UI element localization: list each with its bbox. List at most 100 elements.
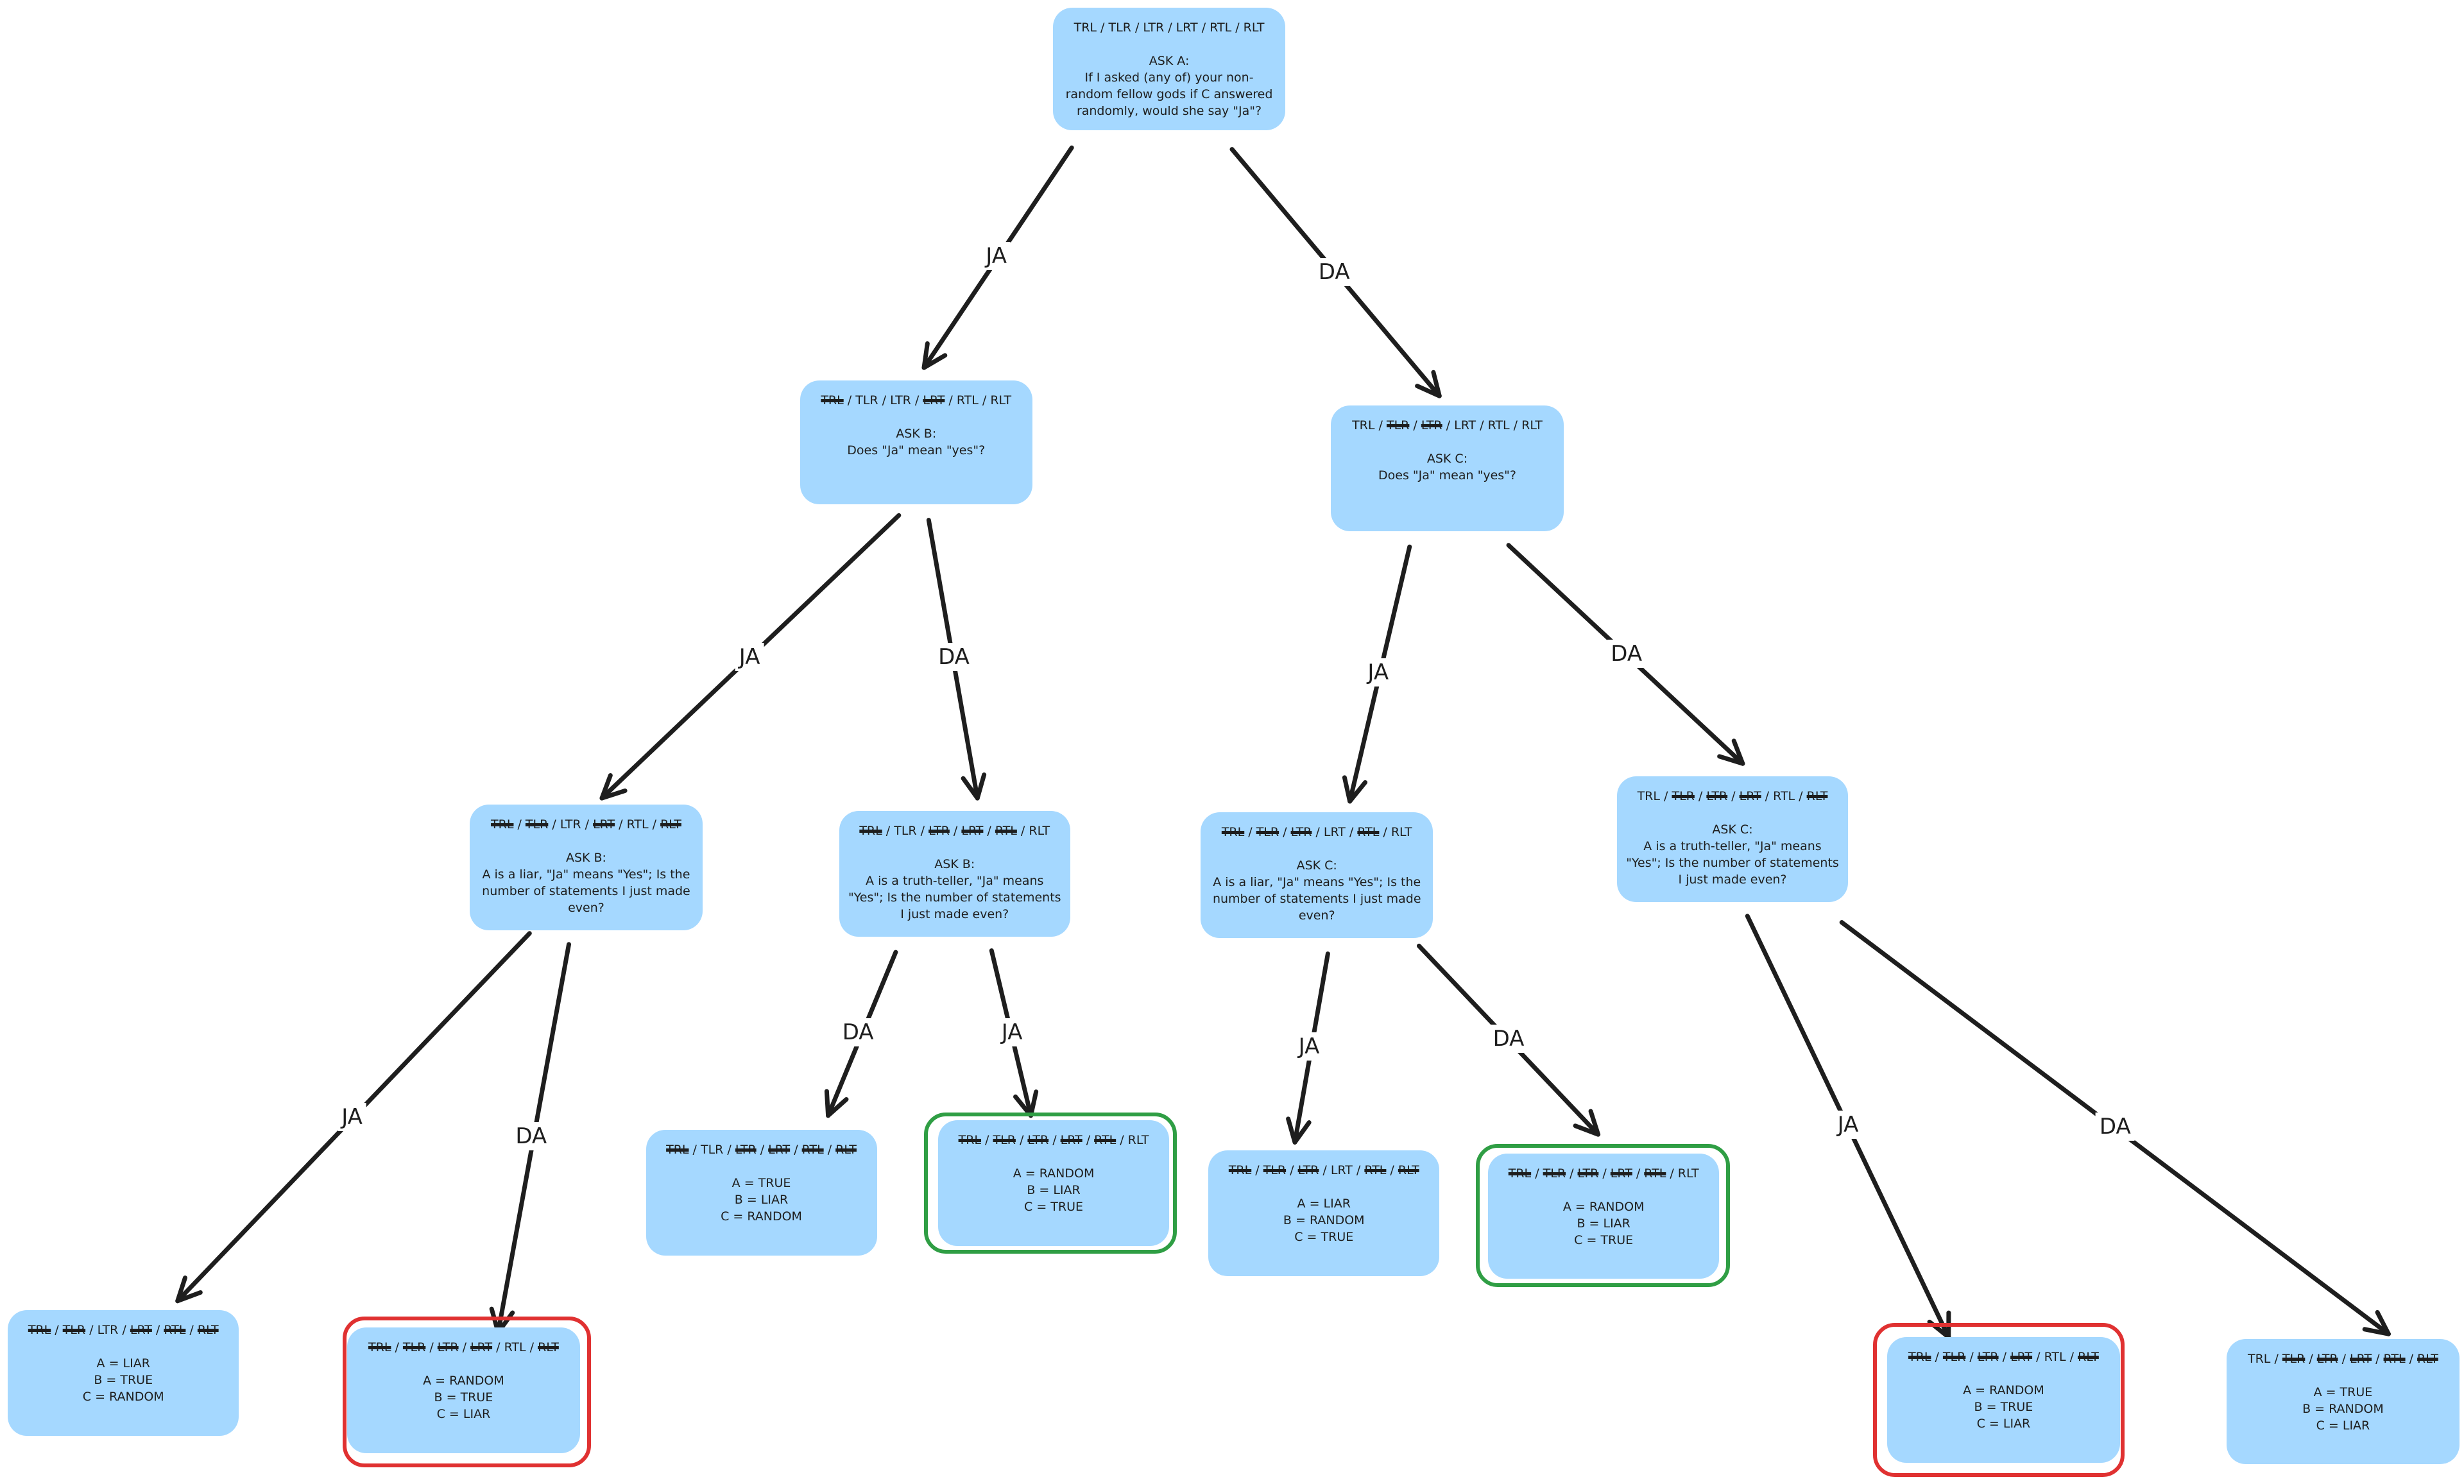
eliminated-option: LRT <box>593 817 615 832</box>
separator: / <box>1531 1166 1543 1181</box>
separator: / <box>1048 1133 1061 1148</box>
separator: / <box>1476 418 1488 432</box>
separator: / <box>949 823 962 838</box>
eliminated-option: LRT <box>961 823 984 838</box>
separator: / <box>2405 1351 2418 1366</box>
eliminated-option: TLR <box>1942 1350 1966 1365</box>
question-text: A is a liar, "Ja" means "Yes"; Is the nu… <box>482 867 690 915</box>
assignment-line: C = TRUE <box>1574 1232 1634 1247</box>
assignment-line: C = TRUE <box>1024 1200 1084 1215</box>
assignment-line: C = RANDOM <box>721 1209 802 1224</box>
question-heading: ASK B: <box>565 850 606 865</box>
possibility-list: TRL / TLR / LTR / LRT / RTL / RLT <box>1340 417 1554 434</box>
eliminated-option: LRT <box>2010 1350 2033 1365</box>
eliminated-option: RLT <box>538 1340 559 1355</box>
separator: / <box>882 823 894 838</box>
separator: / <box>1795 789 1807 803</box>
question-heading: ASK B: <box>934 857 975 871</box>
separator: / <box>2338 1351 2350 1366</box>
eliminated-option: LTR <box>1421 418 1442 432</box>
possibility-list: TRL / TLR / LTR / LRT / RTL / RLT <box>1896 1349 2110 1365</box>
eliminated-option: TRL <box>958 1133 982 1148</box>
eliminated-option: RTL <box>1094 1133 1116 1148</box>
eliminated-option: RTL <box>1644 1166 1666 1181</box>
eliminated-option: TRL <box>859 823 882 838</box>
separator: / <box>911 393 923 407</box>
separator: / <box>1409 418 1421 432</box>
eliminated-option: RTL <box>995 823 1017 838</box>
separator: / <box>1097 21 1109 35</box>
edge-label-da: DA <box>511 1122 551 1150</box>
eliminated-option: TLR <box>2282 1351 2306 1366</box>
edge-label-ja: JA <box>735 642 764 671</box>
question-heading: ASK B: <box>896 426 937 441</box>
separator: / <box>978 393 991 407</box>
arrowhead-icon <box>1415 370 1442 398</box>
eliminated-option: LTR <box>1706 789 1728 803</box>
edge-label-ja: JA <box>982 242 1011 271</box>
eliminated-option: LRT <box>2350 1351 2372 1366</box>
separator: / <box>1345 825 1358 840</box>
separator: / <box>723 1142 735 1157</box>
separator: / <box>1566 1166 1578 1181</box>
remaining-option: RTL <box>956 393 979 407</box>
arrowhead-icon <box>1342 775 1368 804</box>
possibility-list: TRL / TLR / LTR / LRT / RTL / RLT <box>17 1322 230 1338</box>
remaining-option: TLR <box>1108 21 1131 35</box>
eliminated-option: LTR <box>1027 1133 1049 1148</box>
remaining-option: TRL <box>1352 418 1375 432</box>
separator: / <box>1442 418 1455 432</box>
separator: / <box>1509 418 1522 432</box>
separator: / <box>945 393 957 407</box>
separator: / <box>1374 418 1387 432</box>
separator: / <box>1386 1163 1398 1177</box>
eliminated-option: RLT <box>2078 1350 2099 1365</box>
separator: / <box>458 1340 471 1355</box>
question-text: Does "Ja" mean "yes"? <box>847 443 986 457</box>
possibility-list: TRL / TLR / LTR / LRT / RTL / RLT <box>655 1141 868 1158</box>
arrowhead-icon <box>1717 738 1745 766</box>
separator: / <box>790 1142 802 1157</box>
arrowhead-icon <box>1573 1109 1601 1137</box>
remaining-option: RTL <box>1487 418 1510 432</box>
remaining-option: RTL <box>1210 21 1232 35</box>
success-highlight-frame <box>924 1112 1177 1254</box>
separator: / <box>1598 1166 1611 1181</box>
assignment-line: A = LIAR <box>1297 1196 1351 1211</box>
eliminated-option: TLR <box>1386 418 1410 432</box>
eliminated-option: TRL <box>1508 1166 1532 1181</box>
remaining-option: TRL <box>1074 21 1097 35</box>
separator: / <box>2372 1351 2384 1366</box>
assignment-line: A = RANDOM <box>1562 1199 1645 1214</box>
eliminated-option: TRL <box>821 393 844 407</box>
separator: / <box>756 1142 769 1157</box>
eliminated-option: LRT <box>1060 1133 1082 1148</box>
separator: / <box>1694 789 1707 803</box>
remaining-option: LRT <box>1176 21 1198 35</box>
assignment-line: B = TRUE <box>434 1390 493 1405</box>
assignment-line: B = RANDOM <box>1283 1213 1365 1227</box>
separator: / <box>843 393 856 407</box>
question-text: A is a truth-teller, "Ja" means "Yes"; I… <box>1626 839 1839 887</box>
eliminated-option: LTR <box>437 1340 459 1355</box>
remaining-option: RTL <box>504 1340 526 1355</box>
question-heading: ASK C: <box>1296 858 1337 873</box>
separator: / <box>1931 1350 1943 1365</box>
separator: / <box>85 1323 98 1338</box>
